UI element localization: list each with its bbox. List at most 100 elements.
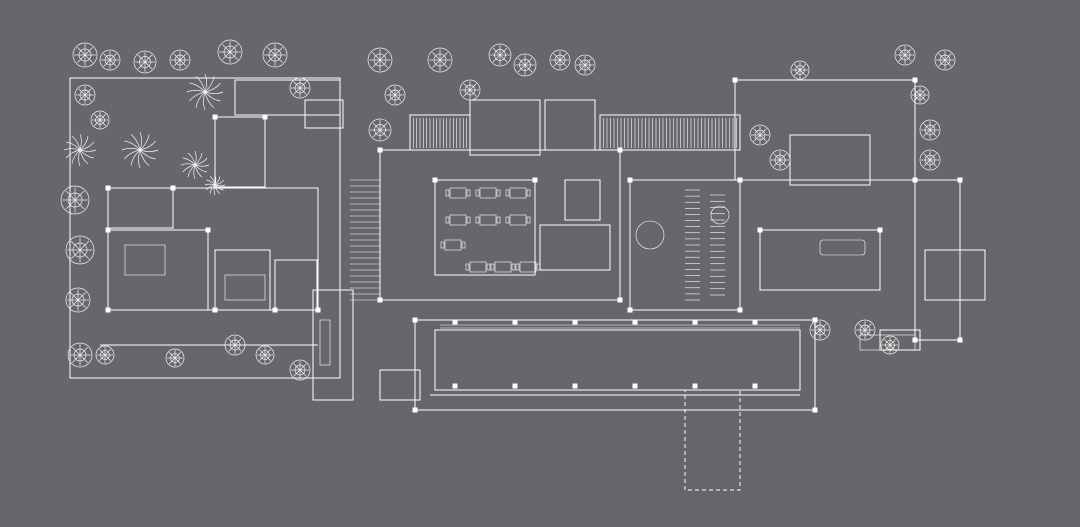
column-icon	[572, 319, 578, 325]
column-icon	[692, 383, 698, 389]
tree-icon	[749, 124, 771, 146]
east-lounge	[759, 229, 881, 291]
column-icon	[957, 177, 963, 183]
entry-porch	[312, 289, 354, 401]
column-icon	[512, 319, 518, 325]
dining-table	[475, 214, 501, 226]
tree-icon	[769, 149, 791, 171]
column-icon	[732, 77, 738, 83]
column-icon	[262, 114, 268, 120]
tree-icon	[65, 287, 91, 313]
east-room	[789, 134, 871, 186]
dining-table	[515, 261, 541, 273]
tree-icon	[384, 84, 406, 106]
column-icon	[212, 114, 218, 120]
dining-table	[465, 261, 491, 273]
palm-icon	[121, 131, 159, 169]
column-icon	[632, 383, 638, 389]
walls-layer	[69, 77, 986, 491]
west-wing-living-block	[107, 187, 319, 311]
tree-icon	[72, 42, 98, 68]
pool-edge	[440, 324, 800, 329]
column-icon	[377, 297, 383, 303]
round-seating	[710, 205, 730, 225]
tree-icon	[133, 50, 157, 74]
bedroom-1	[214, 116, 266, 188]
sofa	[819, 239, 866, 256]
column-icon	[757, 227, 763, 233]
tree-icon	[60, 185, 90, 215]
column-icon	[627, 177, 633, 183]
dining-table	[490, 261, 516, 273]
stair-hall	[544, 99, 596, 151]
column-icon	[412, 317, 418, 323]
tree-icon	[488, 43, 512, 67]
column-icon	[617, 147, 623, 153]
tree-icon	[934, 49, 956, 71]
column-icon	[315, 307, 321, 313]
closet	[274, 259, 318, 311]
column-icon	[532, 177, 538, 183]
north-room	[469, 99, 541, 156]
tree-icon	[919, 119, 941, 141]
column-icon	[627, 307, 633, 313]
tree-icon	[67, 342, 93, 368]
column-icon	[752, 383, 758, 389]
tree-icon	[262, 42, 288, 68]
bed	[224, 274, 266, 301]
tree-icon	[90, 110, 110, 130]
round-seating	[635, 220, 665, 250]
column-icon	[105, 185, 111, 191]
column-icon	[452, 319, 458, 325]
column-icon	[572, 383, 578, 389]
column-icon	[812, 317, 818, 323]
service-east	[914, 179, 961, 341]
tree-icon	[99, 49, 121, 71]
service-east-2	[924, 249, 986, 301]
central-block	[379, 149, 621, 301]
column-icon	[912, 337, 918, 343]
columns-layer	[105, 77, 963, 413]
tree-icon	[65, 235, 95, 265]
palm-icon	[204, 174, 226, 196]
dining-table	[445, 187, 471, 199]
palm-icon	[63, 133, 97, 167]
tree-icon	[854, 319, 876, 341]
bedroom-2	[107, 187, 174, 229]
tree-icon	[459, 79, 481, 101]
long-table	[319, 319, 331, 366]
master-suite	[107, 229, 209, 311]
dining-table	[445, 214, 471, 226]
column-icon	[170, 185, 176, 191]
tree-icon	[74, 84, 96, 106]
column-icon	[737, 307, 743, 313]
column-icon	[617, 297, 623, 303]
dining-table	[475, 187, 501, 199]
restroom-1	[564, 179, 601, 221]
column-icon	[752, 319, 758, 325]
tree-icon	[289, 77, 311, 99]
stair-icon	[710, 194, 725, 296]
tree-icon	[910, 85, 930, 105]
column-icon	[737, 177, 743, 183]
pool-outer	[414, 319, 816, 411]
column-icon	[912, 77, 918, 83]
pool-jetty	[684, 389, 741, 491]
tree-icon	[513, 53, 537, 77]
column-icon	[105, 307, 111, 313]
column-icon	[812, 407, 818, 413]
stair-icon	[685, 189, 700, 301]
tree-icon	[368, 118, 392, 142]
palm-icon	[180, 150, 210, 180]
restroom-2	[539, 224, 611, 271]
column-icon	[632, 319, 638, 325]
landscape-layer	[60, 39, 956, 381]
stair-icon	[350, 179, 380, 301]
tree-icon	[427, 47, 453, 73]
column-icon	[412, 407, 418, 413]
tree-icon	[289, 359, 311, 381]
column-icon	[877, 227, 883, 233]
column-icon	[212, 307, 218, 313]
